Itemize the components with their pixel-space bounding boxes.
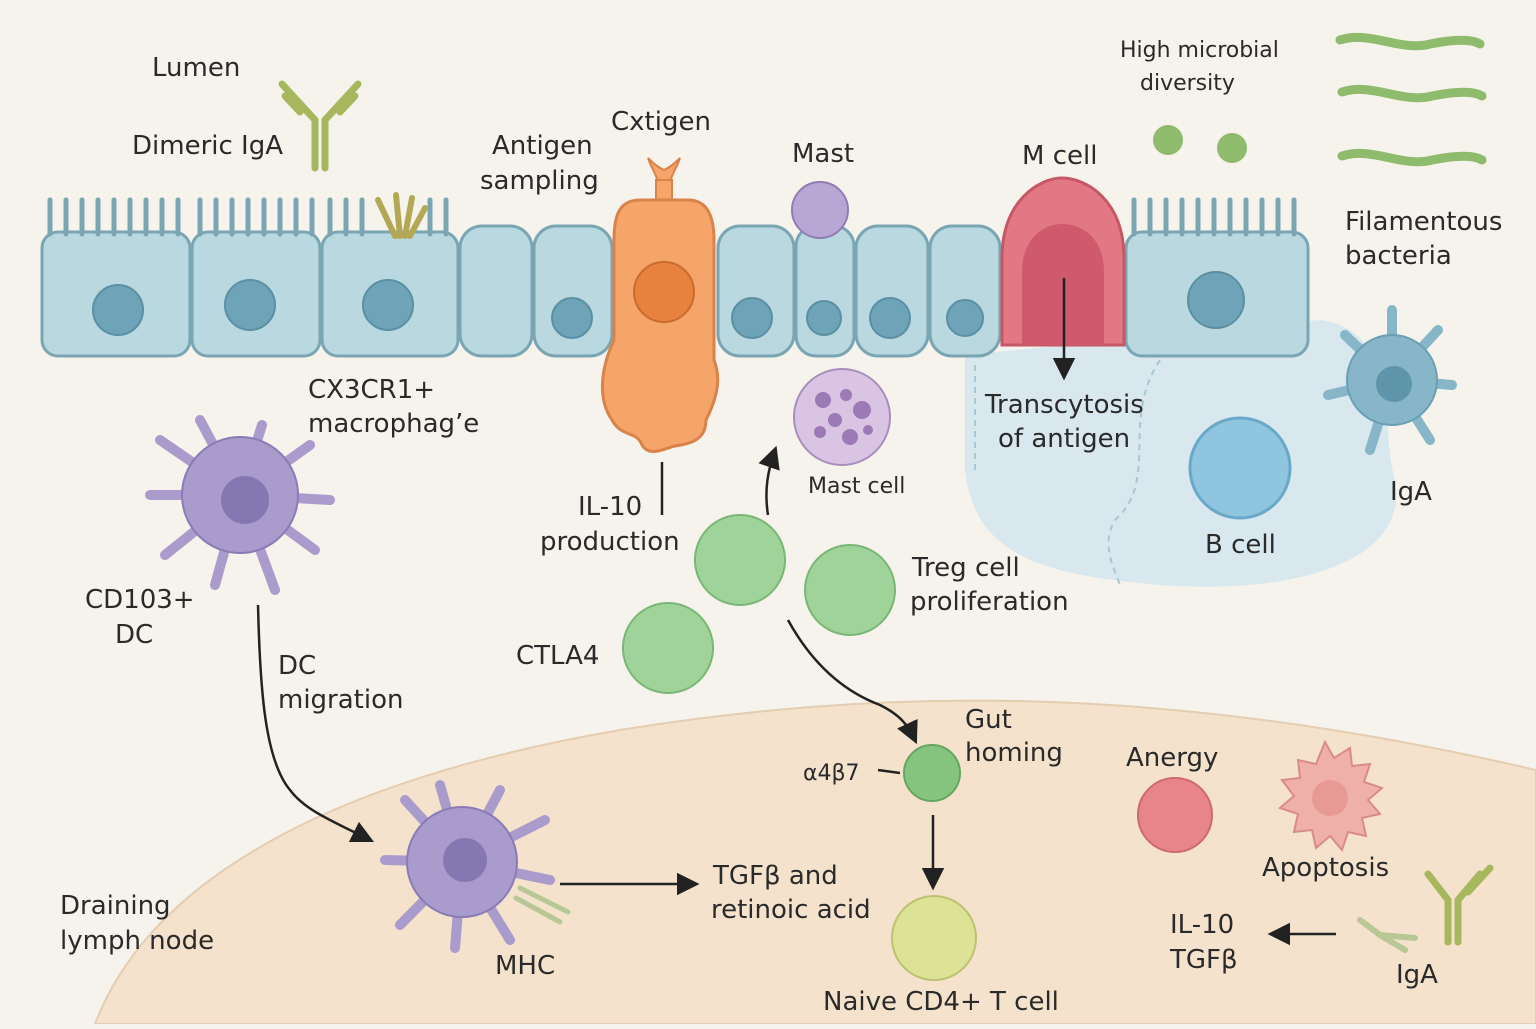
label-draining-2: lymph node xyxy=(60,926,214,956)
label-treg-2: proliferation xyxy=(910,587,1069,617)
nucleus xyxy=(731,297,773,339)
label-filamentous-2: bacteria xyxy=(1345,241,1452,271)
label-gut-homing-1: Gut xyxy=(965,705,1012,735)
enterocyte-4 xyxy=(458,224,534,358)
label-mast-cell: Mast cell xyxy=(808,474,905,499)
label-transcytosis-2: of antigen xyxy=(998,424,1130,454)
label-il10-tgfb-2: TGFβ xyxy=(1169,945,1238,975)
anergy-cell xyxy=(1137,777,1213,853)
label-transcytosis-1: Transcytosis xyxy=(984,390,1144,420)
b-cell xyxy=(1188,416,1292,520)
label-cx3cr1-2: macrophagʼe xyxy=(308,409,479,439)
bacterium-cocci xyxy=(1153,125,1183,155)
dc-migration-arrow xyxy=(256,604,375,843)
gut-homing-arrow xyxy=(786,619,918,745)
antigen-sampling-cell xyxy=(601,157,720,454)
nucleus xyxy=(806,300,842,336)
mast-cell-arrow xyxy=(758,445,780,516)
label-ctla4: CTLA4 xyxy=(516,641,599,671)
label-tgfb-2: retinoic acid xyxy=(711,895,871,925)
label-antigen-sampling-1: Antigen xyxy=(492,131,593,161)
label-naive-cd4: Naive CD4+ T cell xyxy=(823,987,1059,1017)
enterocyte-1 xyxy=(40,197,192,358)
label-dc-migration-1: DC xyxy=(278,651,316,681)
enterocyte-7 xyxy=(794,224,856,358)
label-iga-right: IgA xyxy=(1390,477,1432,507)
label-cxtigen: Cxtigen xyxy=(611,107,711,137)
enterocyte-8 xyxy=(854,224,930,358)
label-high-microbial-1: High microbial xyxy=(1120,38,1279,63)
treg-cell-3 xyxy=(622,602,714,694)
lamina-propria-region xyxy=(965,320,1397,587)
enterocyte-6 xyxy=(716,224,796,358)
bacterium-cocci xyxy=(1217,133,1247,163)
migrated-dendritic-cell xyxy=(380,780,571,953)
nucleus xyxy=(362,279,414,331)
label-tgfb-1: TGFβ and xyxy=(712,861,838,891)
naive-cd4-t-cell xyxy=(891,895,977,981)
label-antigen-sampling-2: sampling xyxy=(480,166,599,196)
dimeric-iga-antibody xyxy=(278,80,362,172)
nucleus xyxy=(946,299,984,337)
macrophage-dendrite xyxy=(375,192,428,239)
label-b-cell: B cell xyxy=(1205,530,1276,560)
label-dimeric-iga: Dimeric IgA xyxy=(132,131,283,161)
epithelium xyxy=(40,157,1310,454)
label-filamentous-1: Filamentous xyxy=(1345,207,1502,237)
apoptotic-cell xyxy=(1278,739,1384,852)
enterocyte-9 xyxy=(928,224,1002,358)
enterocyte-10 xyxy=(1124,197,1310,358)
nucleus xyxy=(224,279,276,331)
label-iga-bottom: IgA xyxy=(1396,960,1438,990)
label-il10-tgfb-1: IL-10 xyxy=(1170,910,1234,940)
label-draining-1: Draining xyxy=(60,891,171,921)
cd103-dendritic-cell xyxy=(145,415,335,595)
nucleus xyxy=(92,284,144,336)
enterocyte-3 xyxy=(320,192,460,358)
iga-dendritic-cell xyxy=(1323,305,1457,455)
label-gut-homing-2: homing xyxy=(965,738,1063,768)
label-treg-1: Treg cell xyxy=(911,553,1020,583)
label-anergy: Anergy xyxy=(1126,743,1218,773)
label-m-cell: M cell xyxy=(1022,141,1097,171)
label-mast: Mast xyxy=(792,139,854,169)
label-apoptosis: Apoptosis xyxy=(1262,853,1389,883)
label-cx3cr1-1: CX3CR1+ xyxy=(308,375,435,405)
treg-cell-1 xyxy=(694,514,786,606)
gut-homing-t-cell xyxy=(903,744,961,802)
label-cd103-2: DC xyxy=(115,620,153,650)
label-a4b7: α4β7 xyxy=(803,761,860,786)
nucleus xyxy=(551,297,593,339)
label-high-microbial-2: diversity xyxy=(1140,71,1235,96)
label-il10-production-2: production xyxy=(540,527,680,557)
label-dc-migration-2: migration xyxy=(278,685,403,715)
label-il10-production-1: IL-10 xyxy=(578,492,642,522)
a4b7-line xyxy=(877,768,901,775)
nucleus xyxy=(633,261,695,323)
filamentous-bacteria xyxy=(1335,32,1487,167)
mhc-projection xyxy=(513,885,571,925)
nucleus xyxy=(1187,271,1245,329)
mast-cell-lamina xyxy=(793,368,891,466)
enterocyte-5 xyxy=(532,224,614,358)
mast-cell-lumen xyxy=(791,181,849,239)
treg-cell-2 xyxy=(804,544,896,636)
iga-antibody-small xyxy=(1357,917,1418,953)
label-mhc: MHC xyxy=(495,951,555,981)
label-cd103-1: CD103+ xyxy=(85,585,195,615)
label-lumen: Lumen xyxy=(152,53,240,83)
enterocyte-2 xyxy=(190,197,322,358)
iga-antibody-large xyxy=(1424,864,1494,946)
labels: Lumen Dimeric IgA Antigen sampling Cxtig… xyxy=(60,38,1502,1017)
nucleus xyxy=(869,297,911,339)
